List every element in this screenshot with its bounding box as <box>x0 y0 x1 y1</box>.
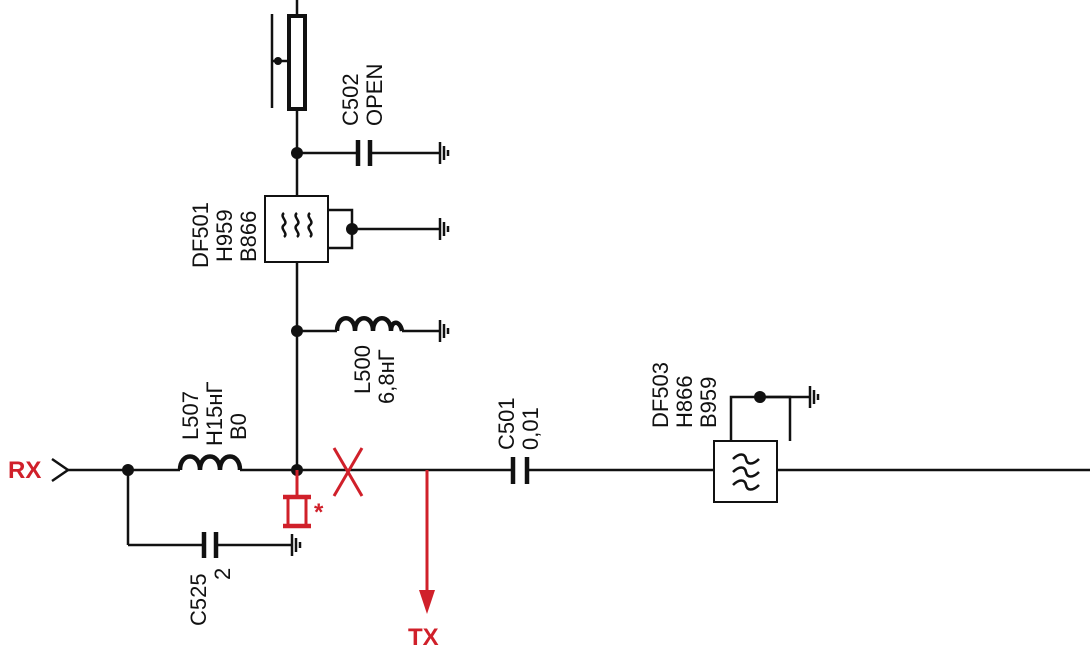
c501-capacitor <box>510 457 530 484</box>
rx-label: RX <box>8 457 41 484</box>
df501-part: H959 <box>212 209 237 262</box>
l500-inductor <box>334 316 405 332</box>
c502-capacitor <box>355 140 373 166</box>
df503-part: H866 <box>672 375 697 428</box>
df501-filter <box>264 195 354 263</box>
df503-filter <box>713 395 792 503</box>
l507-inductor <box>177 454 243 471</box>
c502-ground-symbol <box>438 142 450 164</box>
tx-output-arrow <box>419 470 435 614</box>
l507-part: H15нГ <box>202 381 227 446</box>
c525-ground-symbol <box>290 534 302 556</box>
c501-value: 0,01 <box>518 407 543 450</box>
df501-b: B866 <box>236 211 261 262</box>
c525-ref: C525 <box>186 573 211 626</box>
c502-value: OPEN <box>362 64 387 126</box>
c525-value: 2 <box>210 568 235 580</box>
l507-ref: L507 <box>178 391 203 440</box>
tx-label: TX <box>408 624 439 651</box>
df503-ground-symbol <box>808 386 820 408</box>
red-x-mark <box>332 447 364 497</box>
l507-b: B0 <box>226 413 251 440</box>
rx-input-arrow <box>51 457 71 483</box>
df503-ref: DF503 <box>648 362 673 428</box>
red-asterisk: * <box>314 499 324 526</box>
df501-ref: DF501 <box>188 202 213 268</box>
df501-ground-symbol <box>438 218 450 240</box>
c501-ref: C501 <box>494 397 519 450</box>
l500-ref: L500 <box>350 345 375 394</box>
top-switch-component <box>270 14 307 111</box>
c502-ref: C502 <box>338 73 363 126</box>
c525-capacitor <box>201 532 219 558</box>
red-added-capacitor <box>283 470 311 529</box>
l500-ground-symbol <box>438 320 450 342</box>
l500-value: 6,8нГ <box>374 349 399 404</box>
df503-b: B959 <box>696 377 721 428</box>
